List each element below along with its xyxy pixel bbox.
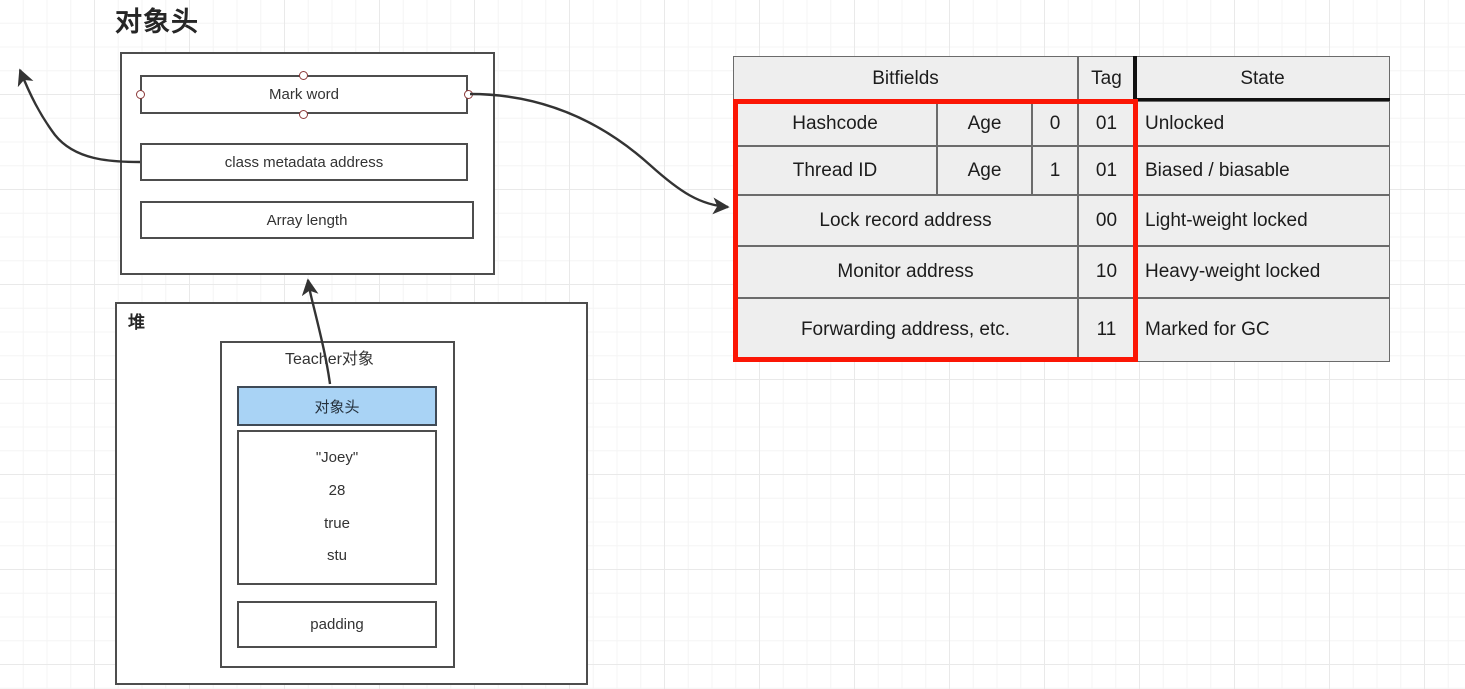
anchor-right-icon[interactable] bbox=[464, 90, 473, 99]
cell-state: Marked for GC bbox=[1135, 298, 1390, 362]
cell-bitfield-age: Age bbox=[937, 101, 1032, 146]
field-array-length[interactable]: Array length bbox=[140, 201, 474, 239]
field-array-length-label: Array length bbox=[266, 211, 348, 229]
padding-block-label: padding bbox=[310, 616, 364, 633]
cell-bitfield-primary: Thread ID bbox=[733, 146, 937, 195]
cell-bitfield-primary: Lock record address bbox=[733, 195, 1078, 246]
anchor-bottom-icon[interactable] bbox=[299, 110, 308, 119]
cell-bitfield-primary: Monitor address bbox=[733, 246, 1078, 298]
cell-tag: 11 bbox=[1078, 298, 1135, 362]
cell-tag: 10 bbox=[1078, 246, 1135, 298]
instance-field-value: "Joey" bbox=[315, 449, 359, 467]
cell-bitfield-flag: 1 bbox=[1032, 146, 1078, 195]
field-class-metadata-address-label: class metadata address bbox=[224, 153, 384, 171]
cell-state: Heavy-weight locked bbox=[1135, 246, 1390, 298]
cell-bitfield-primary: Forwarding address, etc. bbox=[733, 298, 1078, 362]
instance-fields-block: "Joey" 28 true stu bbox=[237, 430, 437, 585]
table-header-bitfields: Bitfields bbox=[733, 56, 1078, 101]
mark-word-layout-table: Bitfields Tag State Hashcode Age 0 01 Un… bbox=[733, 56, 1390, 362]
instance-field-value: true bbox=[324, 514, 350, 532]
table-header-underline bbox=[1135, 98, 1390, 101]
page-title: 对象头 bbox=[115, 7, 199, 37]
cell-tag: 01 bbox=[1078, 146, 1135, 195]
anchor-top-icon[interactable] bbox=[299, 71, 308, 80]
field-mark-word[interactable]: Mark word bbox=[140, 75, 468, 114]
field-class-metadata-address[interactable]: class metadata address bbox=[140, 143, 468, 181]
cell-state: Unlocked bbox=[1135, 101, 1390, 146]
teacher-object-title: Teacher对象 bbox=[285, 351, 374, 368]
table-header-tag: Tag bbox=[1078, 56, 1135, 101]
connector-markword-to-table bbox=[469, 92, 730, 215]
table-header-divider bbox=[1133, 56, 1137, 101]
field-mark-word-label: Mark word bbox=[268, 86, 339, 103]
instance-field-value: stu bbox=[326, 547, 347, 565]
anchor-left-icon[interactable] bbox=[136, 90, 145, 99]
table-header-state: State bbox=[1135, 56, 1390, 101]
object-head-block-label: 对象头 bbox=[314, 398, 360, 416]
object-head-block[interactable]: 对象头 bbox=[237, 386, 437, 426]
instance-field-value: 28 bbox=[328, 481, 346, 499]
padding-block: padding bbox=[237, 601, 437, 648]
cell-state: Biased / biasable bbox=[1135, 146, 1390, 195]
cell-bitfield-primary: Hashcode bbox=[733, 101, 937, 146]
cell-bitfield-age: Age bbox=[937, 146, 1032, 195]
cell-tag: 00 bbox=[1078, 195, 1135, 246]
cell-state: Light-weight locked bbox=[1135, 195, 1390, 246]
cell-tag: 01 bbox=[1078, 101, 1135, 146]
cell-bitfield-flag: 0 bbox=[1032, 101, 1078, 146]
heap-label: 堆 bbox=[128, 313, 145, 332]
